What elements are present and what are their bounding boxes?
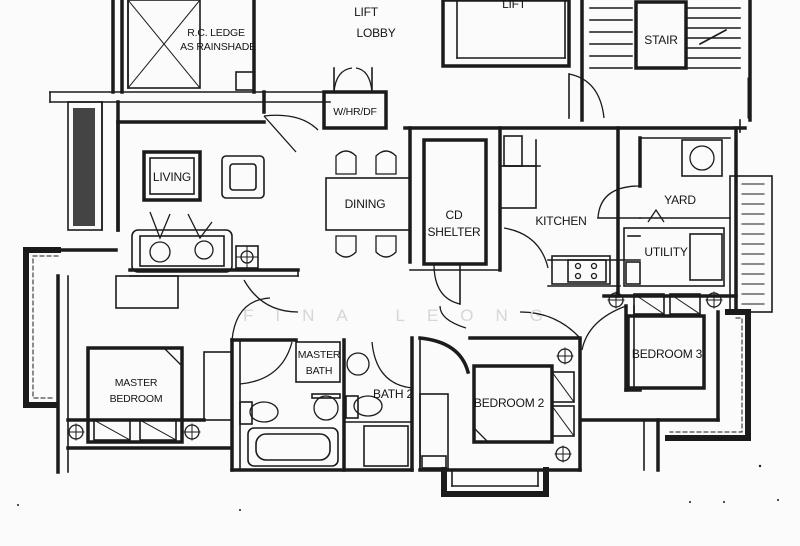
- master-bath-label-line1: MASTER: [298, 349, 341, 361]
- rc-ledge-area: [111, 0, 256, 94]
- yard-label: YARD: [664, 193, 696, 207]
- master-bath-label-line2: BATH: [306, 365, 332, 377]
- master-bedroom-label-line2: BEDROOM: [110, 393, 163, 405]
- stair-label: STAIR: [644, 33, 678, 47]
- dining-label: DINING: [345, 197, 386, 211]
- room-labels: R.C. LEDGE AS RAINSHADE LIFT LOBBY LIFT …: [110, 0, 703, 410]
- lift-label: LIFT: [502, 0, 527, 11]
- cd-shelter-label-line1: CD: [446, 208, 463, 222]
- master-bedroom-label-line1: MASTER: [115, 377, 158, 389]
- lift-lobby-label-line2: LOBBY: [356, 26, 395, 40]
- speckles: [17, 464, 779, 511]
- furniture: [67, 139, 723, 467]
- bedroom-3-label: BEDROOM 3: [632, 347, 703, 361]
- whr-df-label: W/HR/DF: [333, 106, 377, 118]
- rc-ledge-label-line1: R.C. LEDGE: [187, 27, 245, 39]
- interior-walls: [203, 126, 738, 497]
- utility-label: UTILITY: [644, 245, 687, 259]
- lift-shaft: [441, 0, 605, 119]
- left-window-bay: [67, 100, 120, 232]
- unit-walls: [23, 67, 773, 474]
- watermark: FINA LEONG: [243, 306, 565, 325]
- stair-core: [580, 0, 752, 133]
- bath-2-label: BATH 2: [373, 387, 413, 401]
- lift-lobby-label-line1: LIFT: [354, 5, 379, 19]
- cd-shelter-label-line2: SHELTER: [427, 225, 481, 239]
- rc-ledge-label-line2: AS RAINSHADE: [180, 41, 256, 53]
- bedroom-2-label: BEDROOM 2: [474, 396, 545, 410]
- living-label: LIVING: [153, 170, 191, 184]
- kitchen-label: KITCHEN: [535, 214, 586, 228]
